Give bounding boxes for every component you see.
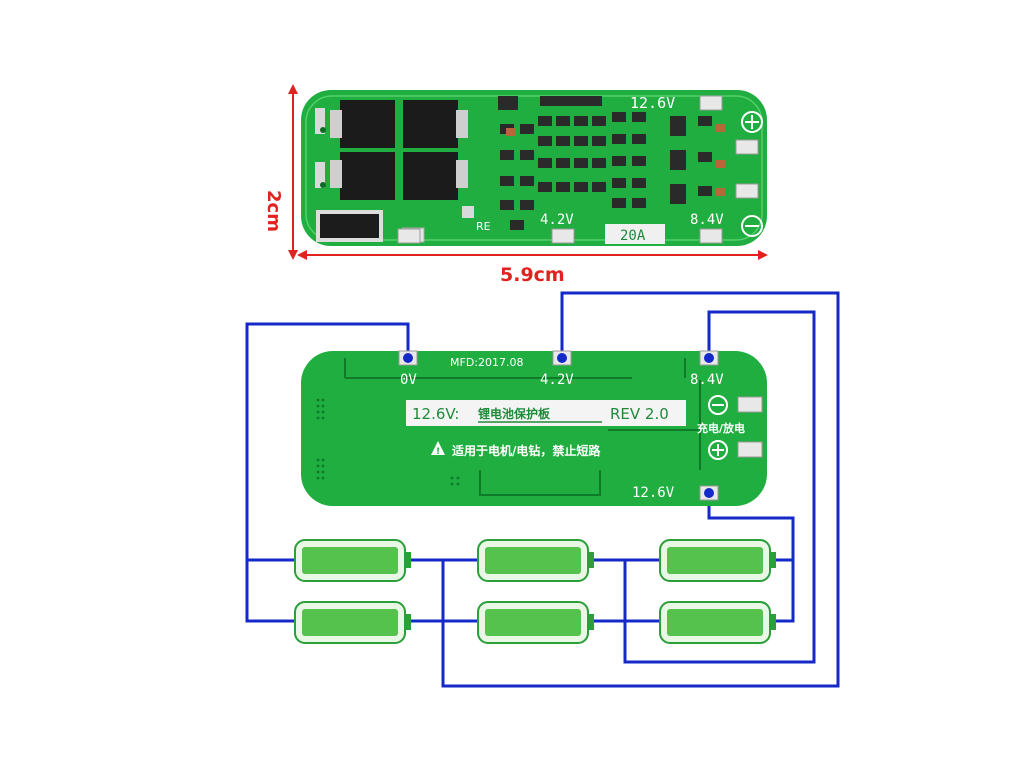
pad-label-4v2: 4.2V xyxy=(540,372,574,388)
title-chinese: 锂电池保护板 xyxy=(478,406,551,421)
re-mark: RE xyxy=(476,220,491,233)
minus-circle-icon xyxy=(741,215,763,237)
wiring xyxy=(245,291,840,688)
pad-label-12v6: 12.6V xyxy=(632,485,675,501)
bottom-board-pcb xyxy=(301,351,767,506)
pad-label-0v: 0V xyxy=(400,372,417,388)
svg-text:!: ! xyxy=(436,447,440,457)
bottom-plus-circle-icon xyxy=(708,440,728,460)
title-voltage: 12.6V: xyxy=(412,405,460,423)
title-revision: REV 2.0 xyxy=(610,405,669,423)
battery-cell xyxy=(294,601,411,644)
warning-text: 适用于电机/电钻，禁止短路 xyxy=(452,443,601,458)
top-label-20a: 20A xyxy=(620,228,646,244)
smd-components xyxy=(498,96,712,230)
battery-cell xyxy=(294,539,411,582)
current-rating-box xyxy=(605,224,665,244)
warning-icon xyxy=(431,441,445,455)
bottom-minus-circle-icon xyxy=(708,395,728,415)
mosfet-group xyxy=(315,100,474,218)
model-label: MFD:2017.08 xyxy=(450,356,523,369)
top-label-12v6: 12.6V xyxy=(630,94,675,112)
plus-circle-icon xyxy=(741,111,763,133)
pad-minus xyxy=(737,396,763,413)
top-board: 12.6V 4.2V 8.4V 20A RE xyxy=(301,90,767,246)
top-label-4v2: 4.2V xyxy=(540,212,574,228)
wire-0v xyxy=(245,322,410,623)
wire-12v6 xyxy=(707,492,795,623)
battery-cell xyxy=(477,601,594,644)
pad-plus xyxy=(737,441,763,458)
width-label: 5.9cm xyxy=(500,264,565,286)
charge-discharge-label: 充电/放电 xyxy=(697,421,745,435)
height-label: 2cm xyxy=(263,190,284,232)
top-label-8v4: 8.4V xyxy=(690,212,724,228)
battery-cell xyxy=(659,539,776,582)
dimension-markers: 2cm 5.9cm xyxy=(263,84,768,286)
battery-cell xyxy=(477,539,594,582)
pad-label-8v4: 8.4V xyxy=(690,372,724,388)
top-board-pads xyxy=(397,95,759,244)
battery-cell xyxy=(659,601,776,644)
battery-pack xyxy=(294,539,776,644)
bottom-board: MFD:2017.08 0V 4.2V 8.4V 12.6V 12.6V: 锂电… xyxy=(301,350,767,506)
shunt-resistor xyxy=(316,210,383,242)
